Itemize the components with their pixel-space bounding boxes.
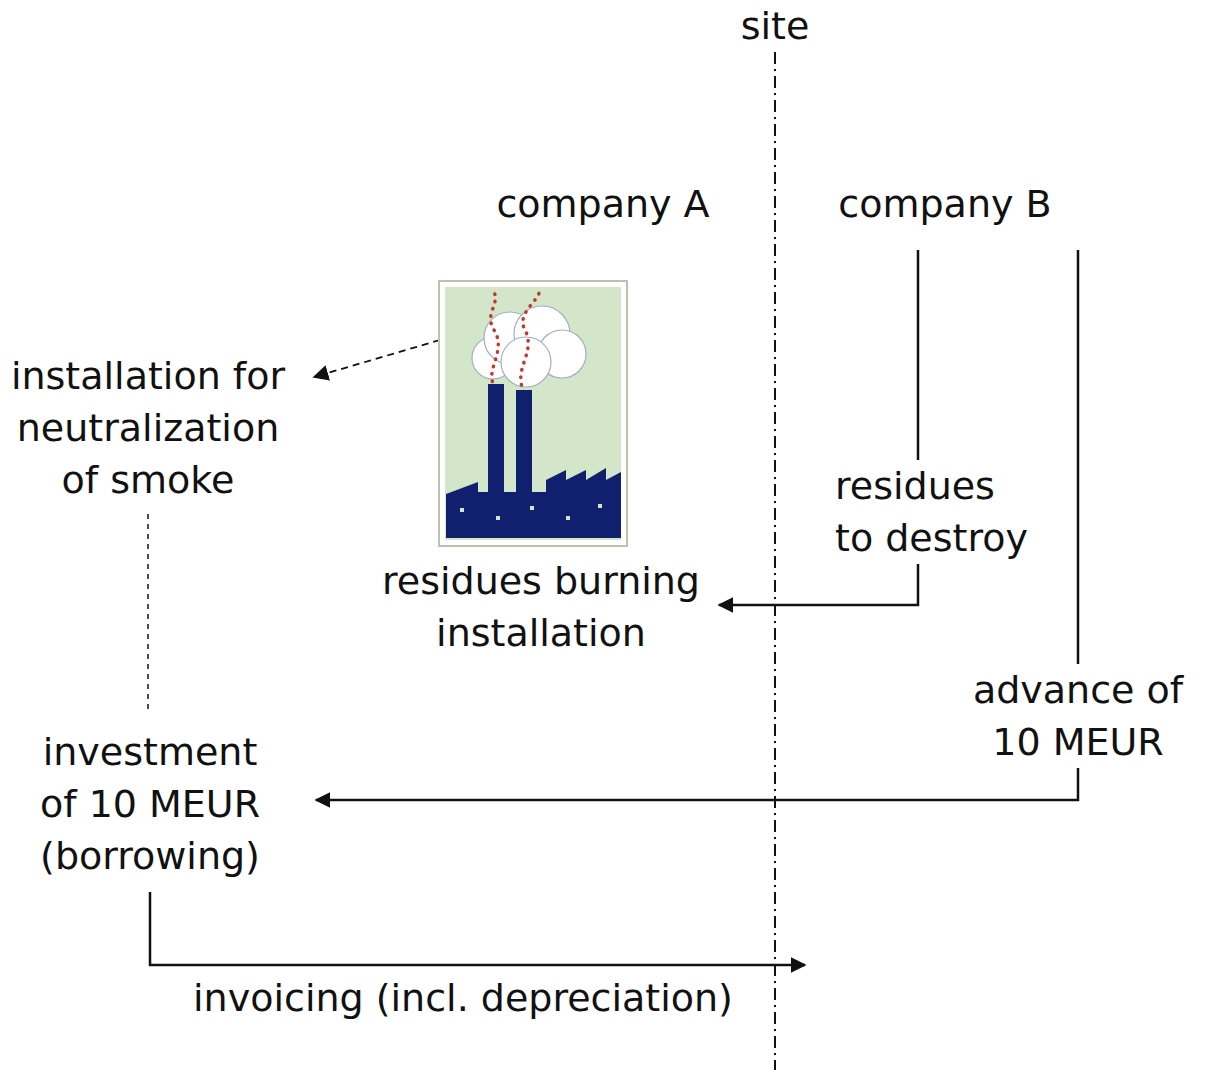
smoke-trail (521, 290, 540, 392)
chimney (488, 384, 504, 514)
edge-label: advance of 10 MEUR (963, 664, 1193, 768)
picture-ground (445, 287, 621, 540)
picture-frame (439, 281, 627, 546)
edge-label: residues to destroy (835, 460, 1035, 564)
chimney (516, 390, 532, 514)
factory-building (446, 468, 621, 538)
burning-installation: residues burning installation (371, 278, 711, 382)
connector (147, 514, 149, 712)
factory-windows (460, 504, 602, 520)
neutralization-node: installation for neutralization of smoke (2, 350, 294, 506)
neutralization-text: installation for neutralization of smoke (2, 350, 294, 506)
factory-picture (439, 281, 627, 546)
connector (314, 340, 440, 377)
investment-text: investment of 10 MEUR (borrowing) (30, 726, 270, 882)
site-label: site (675, 4, 875, 48)
label-holder: advance of 10 MEUR (0, 0, 230, 104)
label-holder: invoicing (incl. depreciation) (0, 0, 600, 52)
ellipse-shape (402, 74, 1199, 409)
label-holder: site (0, 0, 200, 44)
investment-node: investment of 10 MEUR (borrowing) (30, 726, 270, 882)
smoke-trail (491, 292, 499, 388)
site-boundary (774, 52, 776, 1070)
invoicing-label: invoicing (incl. depreciation) (163, 972, 763, 1024)
company-name: company A (453, 178, 753, 230)
label-holder: residues to destroy (0, 0, 200, 104)
ellipse-outline (400, 72, 1200, 410)
installation-caption: residues burning installation (371, 555, 711, 659)
site-ellipse: company A company B (400, 72, 1200, 410)
smoke-cloud (472, 306, 586, 387)
invoicing-arrow (150, 892, 805, 965)
company-name: company B (795, 178, 1095, 230)
